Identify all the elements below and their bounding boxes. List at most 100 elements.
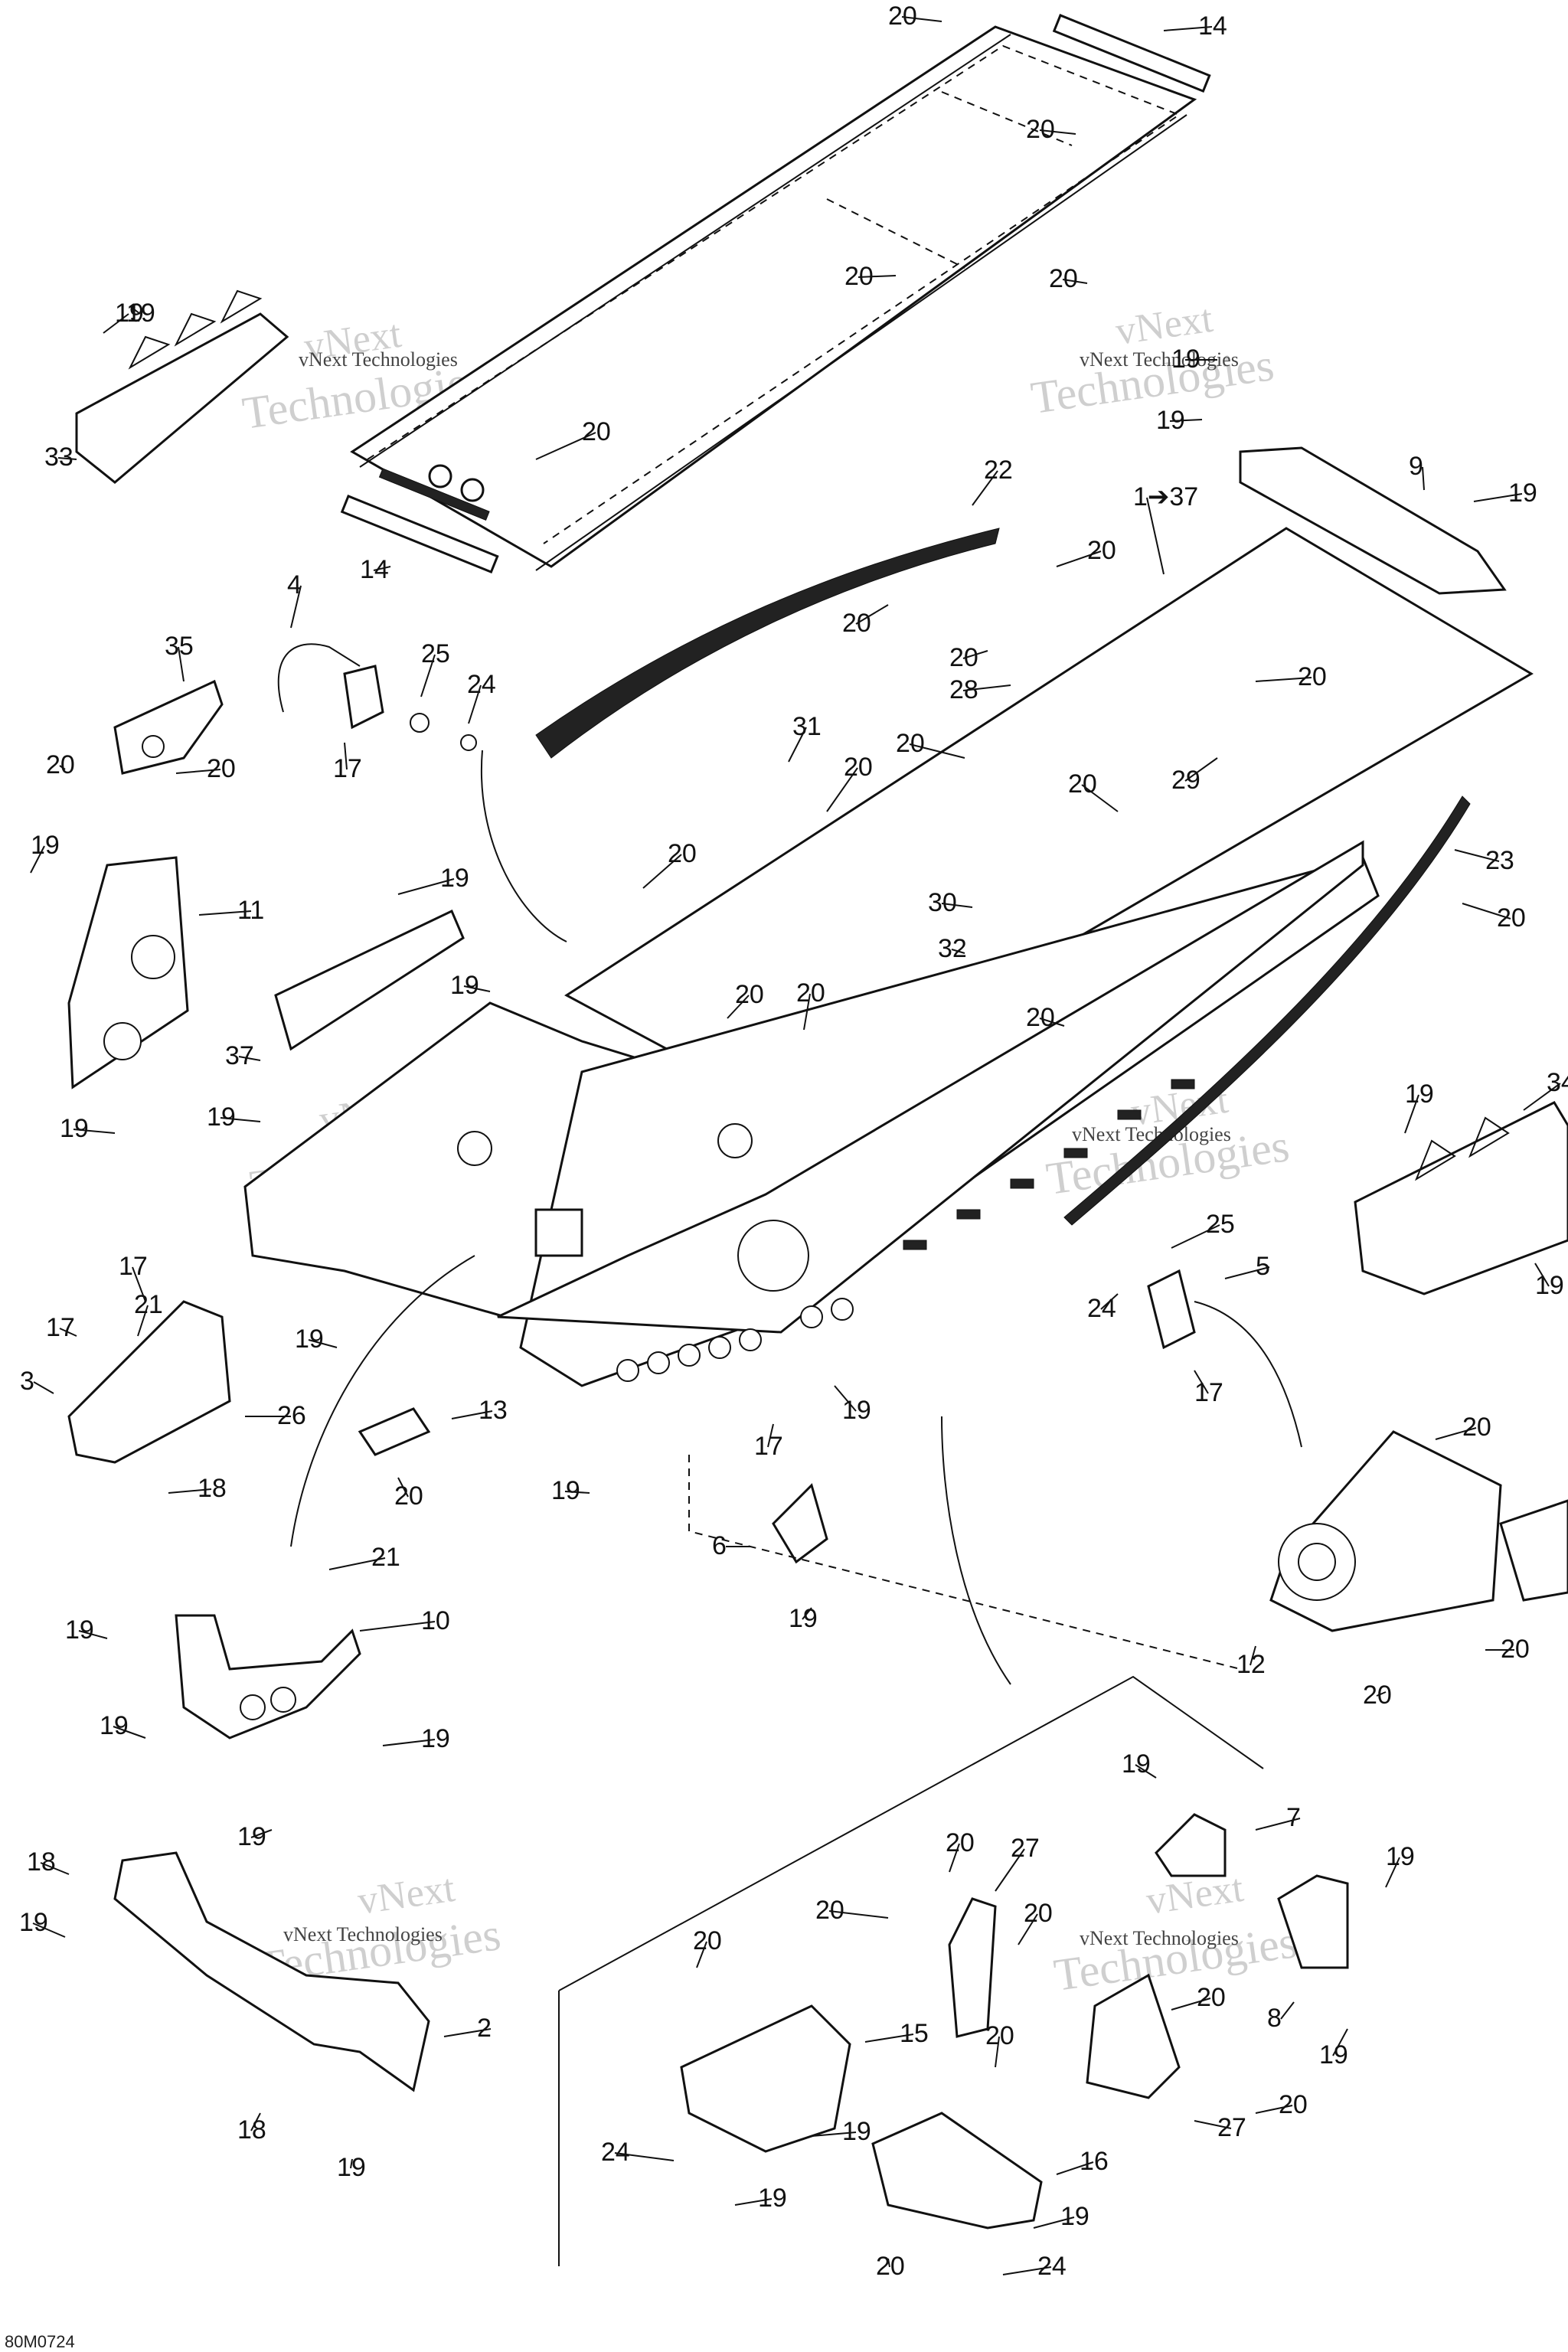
callout-label: 20 xyxy=(844,753,873,782)
callout-c85: 20 xyxy=(1018,1899,1053,1945)
callout-label: 19 xyxy=(237,1822,266,1851)
callout-leader xyxy=(951,949,965,954)
callout-c12: 1➔37 xyxy=(1133,482,1198,575)
callout-label: 20 xyxy=(815,1896,844,1925)
callout-label: 13 xyxy=(479,1396,508,1425)
callout-c63: 19 xyxy=(834,1385,871,1425)
callout-leader xyxy=(137,1305,149,1337)
callout-leader xyxy=(359,1621,436,1632)
callout-c96: 20 xyxy=(985,2021,1014,2068)
callout-leader xyxy=(1100,1293,1119,1310)
callout-c69: 6 xyxy=(712,1531,750,1560)
callout-leader xyxy=(1385,1857,1400,1888)
callout-c24: 20 xyxy=(1056,536,1116,567)
callout-c98: 19 xyxy=(337,2153,366,2182)
callout-label: 20 xyxy=(1024,1899,1053,1928)
callout-c16: 19 xyxy=(1473,479,1537,508)
callout-leader xyxy=(1169,419,1203,422)
callout-c32: 20 xyxy=(826,753,873,812)
callout-leader xyxy=(642,854,682,889)
callout-leader xyxy=(887,2258,890,2268)
callout-c84: 18 xyxy=(27,1847,70,1877)
callout-label: 20 xyxy=(842,609,871,638)
callout-c52: 5 xyxy=(1224,1252,1270,1281)
callout-leader xyxy=(73,1129,116,1134)
callout-c99: 24 xyxy=(601,2138,675,2167)
callout-c61: 19 xyxy=(295,1325,338,1354)
callout-leader xyxy=(57,457,77,460)
callout-label: 20 xyxy=(949,643,978,672)
dash-line-main xyxy=(688,1455,1241,1670)
part-4-handle xyxy=(277,643,384,730)
callout-leader xyxy=(1171,1224,1220,1249)
callout-c53: 24 xyxy=(1087,1293,1119,1323)
callout-c34: 20 xyxy=(642,839,697,889)
callout-leader xyxy=(1184,757,1218,782)
callout-leader xyxy=(59,1328,77,1337)
callout-label: 17 xyxy=(1194,1378,1223,1407)
callout-c18: 25 xyxy=(420,639,450,697)
callout-leader xyxy=(1002,2266,1052,2275)
callout-label: 19 xyxy=(1060,2202,1089,2231)
callout-label: 21 xyxy=(134,1290,163,1319)
running-board-deck xyxy=(340,14,1211,574)
callout-label: 27 xyxy=(1011,1834,1040,1863)
watermark-6: vNext Technologies vNext Technologies xyxy=(1051,1867,1300,2001)
deck-slots xyxy=(903,1079,1195,1250)
callout-c67: 20 xyxy=(394,1477,423,1511)
callout-label: 11 xyxy=(237,896,264,925)
callout-leader xyxy=(1454,849,1500,862)
callout-leader xyxy=(1224,1266,1270,1279)
callout-leader xyxy=(767,1423,774,1448)
callout-leader xyxy=(1033,2216,1075,2229)
callout-label: 19 xyxy=(842,2117,871,2146)
callout-c76: 20 xyxy=(1363,1681,1392,1710)
callout-label: 24 xyxy=(1037,2252,1067,2281)
callout-label: 19 xyxy=(1386,1842,1415,1871)
callout-label: 17 xyxy=(46,1313,75,1342)
callout-c58: 17 xyxy=(46,1313,77,1342)
callout-c17: 4 xyxy=(287,570,302,629)
callout-leader xyxy=(972,470,998,506)
callout-c11: 22 xyxy=(972,456,1013,506)
flow-arrow-2 xyxy=(290,1255,475,1547)
callout-c43: 19 xyxy=(450,971,491,1000)
callout-c46: 20 xyxy=(796,978,825,1031)
callout-leader xyxy=(1250,1645,1256,1666)
callout-leader xyxy=(1018,1913,1038,1945)
callout-label: 19 xyxy=(1156,406,1185,435)
callout-c21: 35 xyxy=(165,632,194,682)
callout-label: 20 xyxy=(1363,1681,1392,1710)
callout-c71: 21 xyxy=(328,1543,400,1572)
callout-c4: 20 xyxy=(1049,264,1088,293)
callout-leader xyxy=(40,1862,70,1875)
callout-label: 1➔37 xyxy=(1133,482,1198,511)
callout-leader xyxy=(328,1557,386,1570)
callout-c68: 20 xyxy=(1435,1413,1491,1442)
callout-leader xyxy=(1081,784,1119,812)
inset-frame xyxy=(558,1675,1264,1991)
part-9-plate xyxy=(1239,446,1507,595)
callout-c10: 14 xyxy=(360,555,391,584)
callout-leader xyxy=(1255,677,1312,682)
callout-label: 4 xyxy=(287,570,302,599)
callout-label: 14 xyxy=(360,555,389,584)
callout-c88: 19 xyxy=(19,1908,66,1938)
callout-label: 20 xyxy=(1298,662,1327,691)
callout-label: 16 xyxy=(1080,2147,1109,2176)
callout-c93: 20 xyxy=(1171,1983,1226,2012)
svg-text:vNext: vNext xyxy=(1113,297,1216,354)
callout-label: 17 xyxy=(333,754,362,783)
callout-leader xyxy=(1435,1427,1477,1440)
flow-arrow-3 xyxy=(941,1416,1011,1685)
callout-label: 19 xyxy=(842,1396,871,1425)
callout-label: 7 xyxy=(1286,1803,1301,1832)
callout-leader xyxy=(1039,1018,1065,1027)
part-33-bracket xyxy=(75,289,289,484)
callout-label: 18 xyxy=(27,1847,56,1877)
callout-leader xyxy=(535,432,596,460)
callout-label: 20 xyxy=(1026,115,1055,144)
part-34-bracket xyxy=(1354,1101,1568,1295)
part-27-bracket-a xyxy=(948,1897,997,2038)
part-24-bolt xyxy=(460,734,477,751)
